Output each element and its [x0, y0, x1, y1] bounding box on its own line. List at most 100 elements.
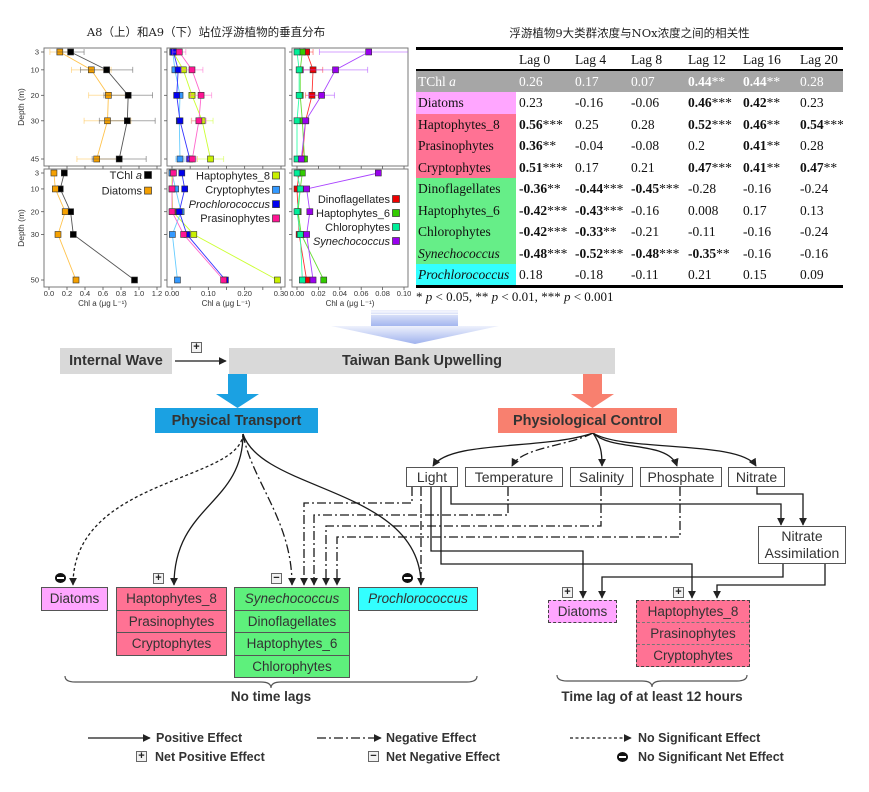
series-prasinophytes	[168, 169, 227, 284]
legend-label: Diatoms	[102, 185, 143, 197]
cell-value: 0.46	[743, 116, 767, 132]
significance-stars: ***	[547, 202, 568, 218]
data-point	[70, 231, 77, 238]
significance-stars: ***	[542, 116, 563, 132]
cell-value: 0.09	[800, 266, 824, 282]
significance-stars: **	[766, 95, 781, 111]
x-tick-label: 0.06	[354, 289, 369, 298]
cell-value: 0.44	[743, 74, 767, 89]
x-tick-label: 0.20	[237, 289, 252, 298]
data-point	[293, 117, 301, 125]
table-cell: 0.23	[516, 92, 572, 113]
significance-stars: **	[766, 116, 781, 132]
significance-stars: ***	[547, 245, 568, 261]
factor-salinity: Salinity	[570, 467, 633, 487]
series-diatoms	[50, 169, 80, 284]
depth-tick-label: 30	[31, 116, 39, 125]
group-item-cryptophytes: Cryptophytes	[131, 636, 212, 651]
factor-nitrate: Nitrate	[728, 467, 785, 487]
x-tick-label: 0.10	[397, 289, 412, 298]
net-positive-icon: +	[153, 573, 164, 584]
profile-panel-a8-3	[289, 47, 409, 169]
data-point	[295, 92, 303, 99]
table-cell: -0.16	[740, 243, 797, 264]
blue-arrow-head	[216, 394, 259, 408]
legend-negative-effect: Negative Effect	[386, 731, 477, 745]
legend-positive-effect: Positive Effect	[156, 731, 243, 745]
cell-value: -0.44	[575, 181, 604, 197]
cell-value: 0.41	[743, 159, 767, 175]
cell-value: 0.54	[800, 116, 824, 132]
row-label: Cryptophytes	[416, 156, 516, 179]
x-tick-label: 0.0	[44, 289, 54, 298]
legend-net-negative-effect: Net Negative Effect	[386, 750, 500, 764]
table-cell: 0.2	[685, 135, 740, 156]
x-tick-label: 0.30	[274, 289, 289, 298]
table-cell: 0.28	[628, 114, 685, 135]
cell-value: 0.52	[688, 116, 712, 132]
table-cell: -0.11	[685, 221, 740, 242]
cell-value: 0.17	[743, 202, 767, 218]
blue-arrow-body	[228, 374, 247, 395]
panel-plot-area	[293, 48, 408, 163]
table-cell: 0.09	[797, 264, 843, 285]
table-cell: 0.21	[628, 157, 685, 178]
series-synechococcus	[297, 48, 408, 163]
row-label-text: Cryptophytes	[418, 159, 491, 175]
data-point	[168, 185, 176, 193]
data-point	[131, 276, 138, 284]
arrow-salinity-to-synechococcus-group	[322, 487, 602, 586]
data-point	[295, 66, 303, 74]
y-axis-title: Depth (m)	[16, 88, 26, 126]
legend-label: Prasinophytes	[200, 213, 270, 225]
data-point	[173, 92, 181, 99]
table-cell: -0.11	[628, 264, 685, 285]
table-cell: 0.44**	[740, 71, 797, 92]
data-point	[180, 231, 187, 238]
cell-value: -0.08	[631, 138, 660, 154]
factor-nitrate-assimilation: Nitrate Assimilation	[758, 526, 846, 564]
data-point	[189, 155, 196, 163]
data-point	[365, 48, 372, 56]
data-point	[188, 66, 196, 74]
footnote-p: p	[425, 289, 433, 304]
cell-value: 0.28	[800, 138, 824, 154]
physiological-control-box: Physiological Control	[498, 408, 677, 433]
table-cell: -0.04	[572, 135, 628, 156]
cell-value: -0.21	[631, 224, 660, 240]
x-axis-title: Chl a (μg L⁻¹)	[78, 299, 127, 308]
table-cell: -0.16	[740, 178, 797, 199]
row-label: Haptophytes_6	[416, 199, 516, 222]
depth-tick-label: 50	[31, 276, 39, 285]
arrow-light-to-nitrate-assimilation	[450, 487, 785, 526]
time-lag-haptophytes-group: Haptophytes_8 Prasinophytes Cryptophytes	[636, 600, 750, 667]
net-positive-icon: +	[191, 342, 202, 353]
cell-value: 0.17	[575, 74, 599, 89]
physiological-control-down-arrow	[571, 374, 614, 408]
no-lag-diatoms-group: Diatoms	[41, 587, 108, 611]
no-significant-net-effect-icon	[402, 573, 413, 583]
group-item-prasinophytes: Prasinophytes	[117, 611, 226, 633]
data-point	[299, 276, 306, 284]
depth-tick-label: 3	[35, 48, 39, 57]
cell-value: 0.25	[575, 116, 599, 132]
row-label-text: Diatoms	[418, 95, 464, 111]
table-cell: -0.45***	[628, 178, 685, 199]
physical-transport-box: Physical Transport	[155, 408, 318, 433]
group-item-synechococcus: Synechococcus	[235, 588, 349, 611]
significance-stars: **	[716, 245, 730, 261]
significance-stars: **	[823, 159, 838, 175]
profile-panel-a8-2	[164, 47, 286, 169]
cell-value: -0.04	[575, 138, 604, 154]
net-positive-icon: +	[562, 587, 573, 598]
data-point	[303, 185, 310, 193]
table-cell: -0.52***	[572, 243, 628, 264]
data-point	[293, 208, 301, 216]
significance-stars: ***	[711, 95, 732, 111]
table-cell: -0.28	[685, 178, 740, 199]
table-cell: 0.42**	[740, 92, 797, 113]
